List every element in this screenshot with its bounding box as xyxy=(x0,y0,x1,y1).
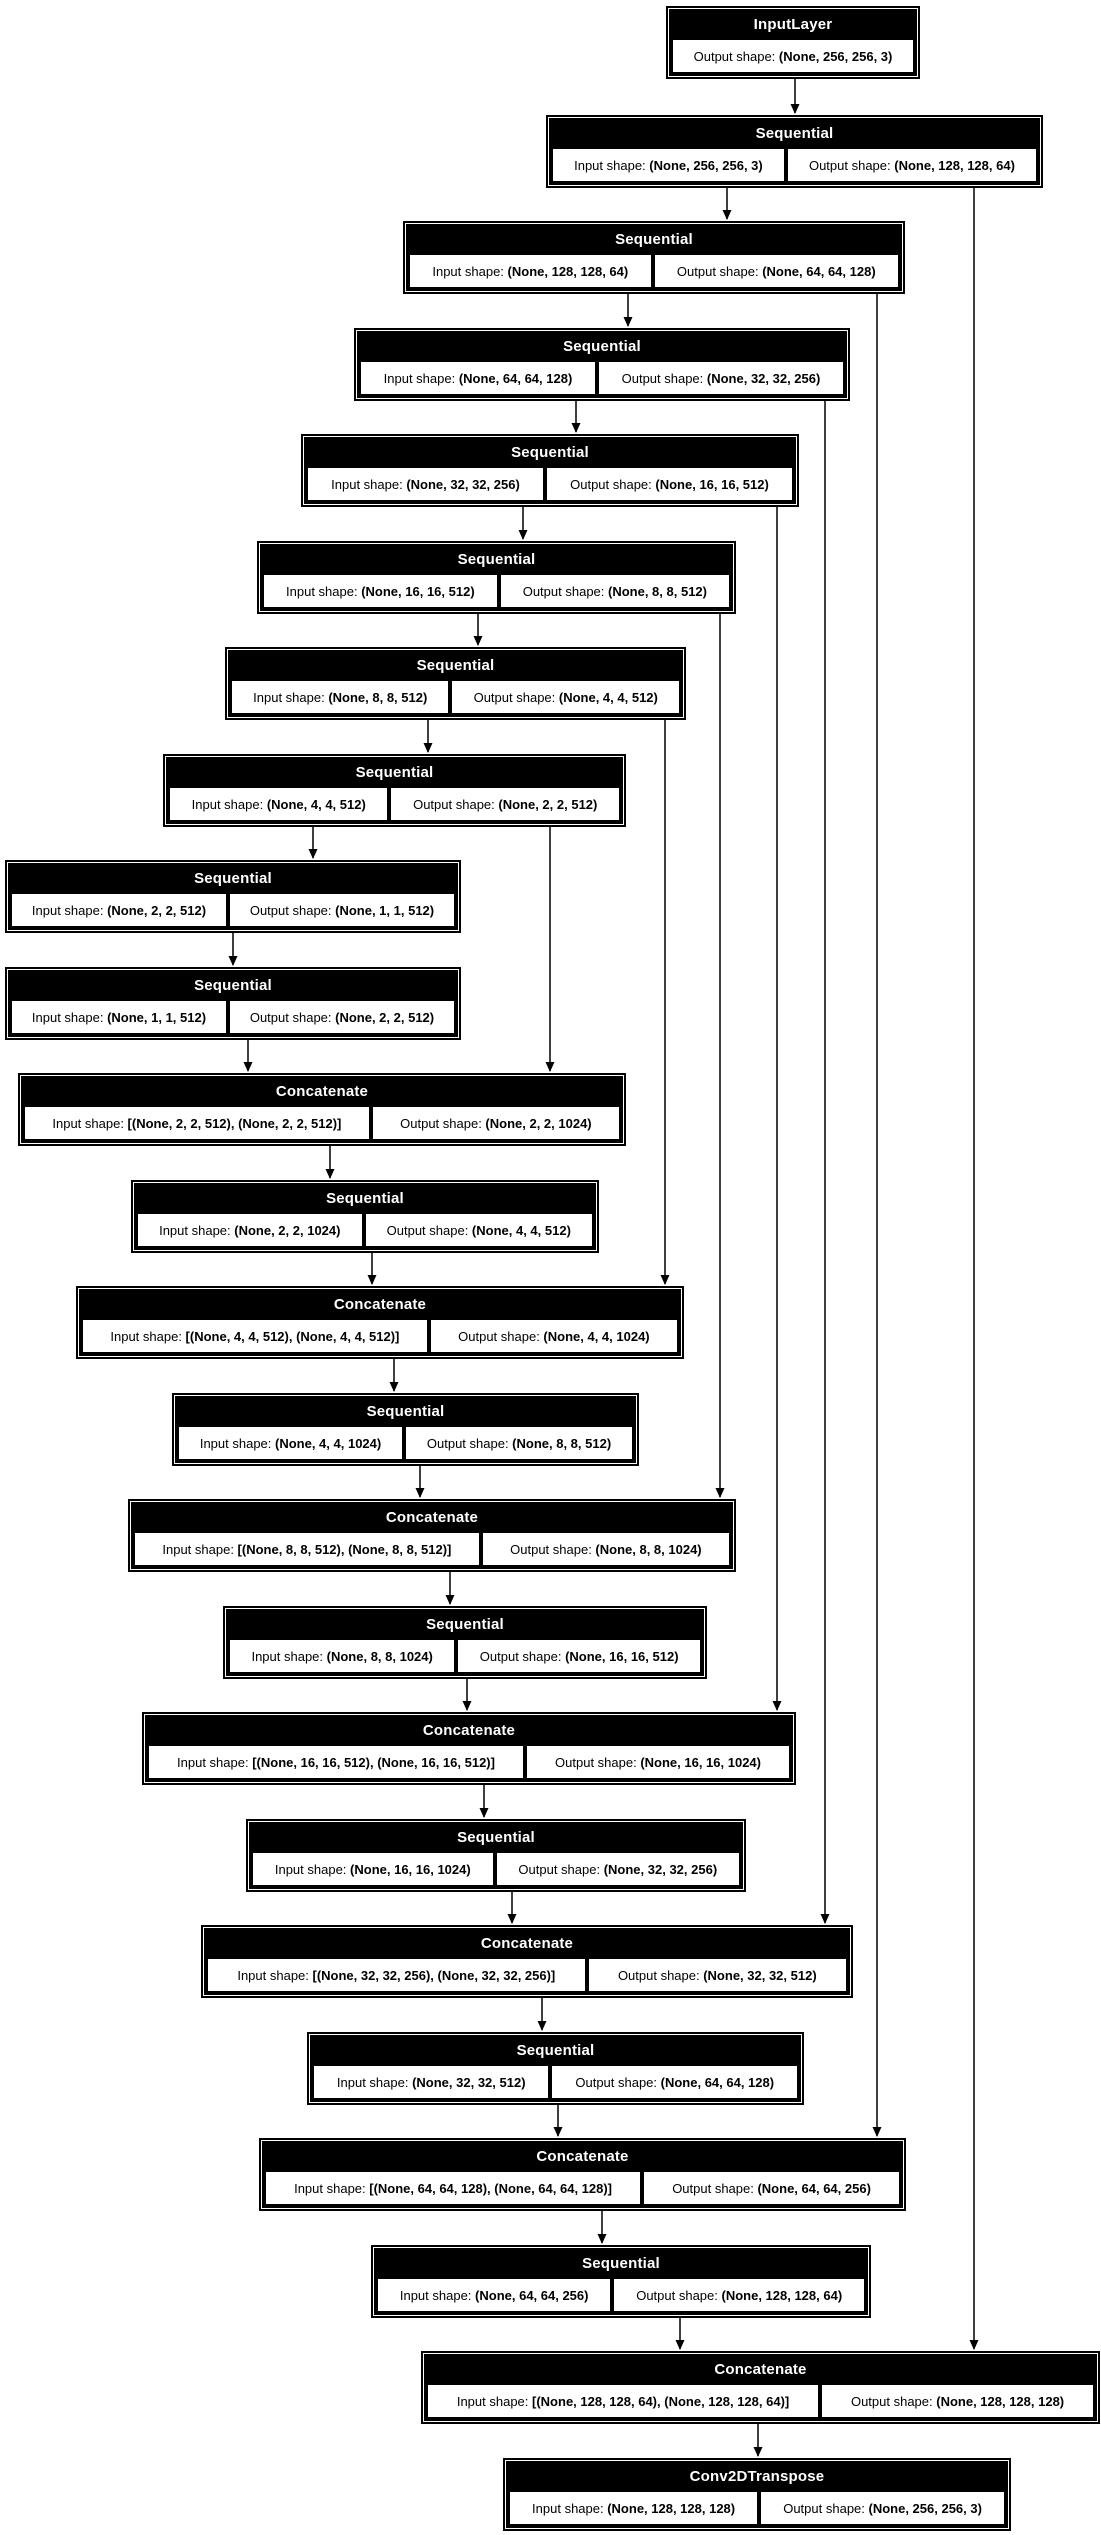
input-shape-cell: Input shape: (None, 32, 32, 256) xyxy=(308,468,543,500)
layer-type-label: Concatenate xyxy=(385,1509,479,1526)
output-shape-cell: Output shape: (None, 4, 4, 512) xyxy=(452,681,680,713)
input-shape-cell: Input shape: (None, 8, 8, 512) xyxy=(232,681,449,713)
input-shape-cell: Input shape: [(None, 2, 2, 512), (None, … xyxy=(25,1107,369,1139)
output-shape-cell: Output shape: (None, 4, 4, 1024) xyxy=(430,1320,678,1352)
layer-type-label: Sequential xyxy=(457,551,536,568)
output-shape-cell: Output shape: (None, 64, 64, 128) xyxy=(552,2066,798,2098)
layer-node-sequential-14: Sequential Input shape: (None, 32, 32, 5… xyxy=(307,2032,804,2105)
layer-type-label: Sequential xyxy=(194,870,272,887)
input-shape-cell: Input shape: [(None, 16, 16, 512), (None… xyxy=(149,1746,523,1778)
output-shape-cell: Output shape: (None, 128, 128, 128) xyxy=(822,2385,1093,2417)
layer-node-input: InputLayer Output shape: (None, 256, 256… xyxy=(666,6,920,79)
layer-node-concatenate-2: Concatenate Input shape: [(None, 4, 4, 5… xyxy=(76,1286,684,1359)
layer-type-label: Concatenate xyxy=(480,1935,574,1952)
output-shape-cell: Output shape: (None, 16, 16, 512) xyxy=(458,1640,700,1672)
layer-node-sequential-9: Sequential Input shape: (None, 1, 1, 512… xyxy=(5,967,461,1040)
layer-node-sequential-13: Sequential Input shape: (None, 16, 16, 1… xyxy=(246,1819,746,1892)
output-shape-cell: Output shape: (None, 256, 256, 3) xyxy=(761,2492,1004,2524)
layer-node-conv2dtranspose: Conv2DTranspose Input shape: (None, 128,… xyxy=(503,2458,1011,2531)
layer-node-sequential-5: Sequential Input shape: (None, 16, 16, 5… xyxy=(257,541,736,614)
layer-type-label: Sequential xyxy=(416,657,495,674)
input-shape-cell: Input shape: (None, 4, 4, 1024) xyxy=(179,1427,403,1459)
layer-type-label: Conv2DTranspose xyxy=(689,2468,825,2485)
output-shape-cell: Output shape: (None, 8, 8, 512) xyxy=(406,1427,632,1459)
output-shape-cell: Output shape: (None, 2, 2, 1024) xyxy=(372,1107,620,1139)
input-shape-cell: Input shape: (None, 128, 128, 64) xyxy=(410,255,651,287)
layer-node-concatenate-4: Concatenate Input shape: [(None, 16, 16,… xyxy=(142,1712,796,1785)
layer-type-label: Sequential xyxy=(516,2042,595,2059)
layer-node-sequential-15: Sequential Input shape: (None, 64, 64, 2… xyxy=(371,2245,871,2318)
layer-type-label: Sequential xyxy=(582,2255,660,2272)
input-shape-cell: Input shape: (None, 8, 8, 1024) xyxy=(230,1640,455,1672)
layer-type-label: Concatenate xyxy=(714,2361,807,2378)
output-shape-cell: Output shape: (None, 128, 128, 64) xyxy=(787,149,1037,181)
input-shape-cell: Input shape: (None, 32, 32, 512) xyxy=(314,2066,549,2098)
input-shape-cell: Input shape: (None, 128, 128, 128) xyxy=(510,2492,758,2524)
input-shape-cell: Input shape: [(None, 32, 32, 256), (None… xyxy=(208,1959,585,1991)
layer-node-concatenate-7: Concatenate Input shape: [(None, 128, 12… xyxy=(421,2351,1100,2424)
output-shape-cell: Output shape: (None, 16, 16, 1024) xyxy=(527,1746,790,1778)
output-shape-cell: Output shape: (None, 2, 2, 512) xyxy=(229,1001,455,1033)
layer-type-label: InputLayer xyxy=(753,16,833,33)
output-shape-cell: Output shape: (None, 8, 8, 512) xyxy=(500,575,730,607)
layer-type-label: Sequential xyxy=(426,1616,504,1633)
layer-type-label: Sequential xyxy=(755,125,834,142)
input-shape-cell: Input shape: (None, 1, 1, 512) xyxy=(12,1001,226,1033)
input-shape-cell: Input shape: (None, 4, 4, 512) xyxy=(170,788,388,820)
output-shape-cell: Output shape: (None, 64, 64, 128) xyxy=(654,255,899,287)
output-shape-cell: Output shape: (None, 8, 8, 1024) xyxy=(482,1533,730,1565)
layer-type-label: Sequential xyxy=(326,1190,404,1207)
layer-node-concatenate-1: Concatenate Input shape: [(None, 2, 2, 5… xyxy=(18,1073,626,1146)
input-shape-cell: Input shape: [(None, 8, 8, 512), (None, … xyxy=(135,1533,479,1565)
layer-type-label: Sequential xyxy=(457,1829,535,1846)
output-shape-cell: Output shape: (None, 64, 64, 256) xyxy=(644,2172,900,2204)
layer-node-concatenate-5: Concatenate Input shape: [(None, 32, 32,… xyxy=(201,1925,853,1998)
layer-node-sequential-1: Sequential Input shape: (None, 256, 256,… xyxy=(546,115,1043,188)
layer-node-sequential-8: Sequential Input shape: (None, 2, 2, 512… xyxy=(5,860,461,933)
input-shape-cell: Input shape: (None, 64, 64, 256) xyxy=(378,2279,611,2311)
input-shape-cell: Input shape: (None, 64, 64, 128) xyxy=(361,362,595,394)
output-shape-cell: Output shape: (None, 256, 256, 3) xyxy=(673,40,913,72)
layer-type-label: Concatenate xyxy=(275,1083,369,1100)
output-shape-cell: Output shape: (None, 32, 32, 512) xyxy=(588,1959,847,1991)
layer-type-label: Concatenate xyxy=(536,2148,629,2165)
layer-node-sequential-6: Sequential Input shape: (None, 8, 8, 512… xyxy=(225,647,686,720)
layer-node-sequential-10: Sequential Input shape: (None, 2, 2, 102… xyxy=(131,1180,599,1253)
layer-type-label: Sequential xyxy=(511,444,589,461)
layer-type-label: Sequential xyxy=(355,764,434,781)
layer-type-label: Sequential xyxy=(615,231,693,248)
layer-type-label: Concatenate xyxy=(333,1296,427,1313)
layer-node-sequential-4: Sequential Input shape: (None, 32, 32, 2… xyxy=(301,434,799,507)
input-shape-cell: Input shape: (None, 16, 16, 1024) xyxy=(253,1853,493,1885)
input-shape-cell: Input shape: (None, 2, 2, 512) xyxy=(12,894,226,926)
input-shape-cell: Input shape: (None, 256, 256, 3) xyxy=(553,149,784,181)
input-shape-cell: Input shape: [(None, 4, 4, 512), (None, … xyxy=(83,1320,427,1352)
output-shape-cell: Output shape: (None, 2, 2, 512) xyxy=(391,788,620,820)
layer-type-label: Sequential xyxy=(563,338,641,355)
layer-node-sequential-3: Sequential Input shape: (None, 64, 64, 1… xyxy=(354,328,850,401)
output-shape-cell: Output shape: (None, 128, 128, 64) xyxy=(614,2279,865,2311)
layer-node-sequential-12: Sequential Input shape: (None, 8, 8, 102… xyxy=(223,1606,707,1679)
layer-node-sequential-2: Sequential Input shape: (None, 128, 128,… xyxy=(403,221,905,294)
layer-node-concatenate-6: Concatenate Input shape: [(None, 64, 64,… xyxy=(259,2138,906,2211)
layer-node-sequential-11: Sequential Input shape: (None, 4, 4, 102… xyxy=(172,1393,639,1466)
layer-type-label: Sequential xyxy=(194,977,272,994)
input-shape-cell: Input shape: (None, 2, 2, 1024) xyxy=(138,1214,362,1246)
input-shape-cell: Input shape: [(None, 64, 64, 128), (None… xyxy=(266,2172,641,2204)
layer-type-label: Concatenate xyxy=(422,1722,516,1739)
input-shape-cell: Input shape: (None, 16, 16, 512) xyxy=(264,575,497,607)
output-shape-cell: Output shape: (None, 32, 32, 256) xyxy=(496,1853,740,1885)
output-shape-cell: Output shape: (None, 32, 32, 256) xyxy=(598,362,844,394)
output-shape-cell: Output shape: (None, 16, 16, 512) xyxy=(546,468,793,500)
input-shape-cell: Input shape: [(None, 128, 128, 64), (Non… xyxy=(428,2385,819,2417)
layer-node-sequential-7: Sequential Input shape: (None, 4, 4, 512… xyxy=(163,754,626,827)
layer-type-label: Sequential xyxy=(366,1403,445,1420)
output-shape-cell: Output shape: (None, 1, 1, 512) xyxy=(229,894,455,926)
layer-node-concatenate-3: Concatenate Input shape: [(None, 8, 8, 5… xyxy=(128,1499,736,1572)
output-shape-cell: Output shape: (None, 4, 4, 512) xyxy=(365,1214,592,1246)
